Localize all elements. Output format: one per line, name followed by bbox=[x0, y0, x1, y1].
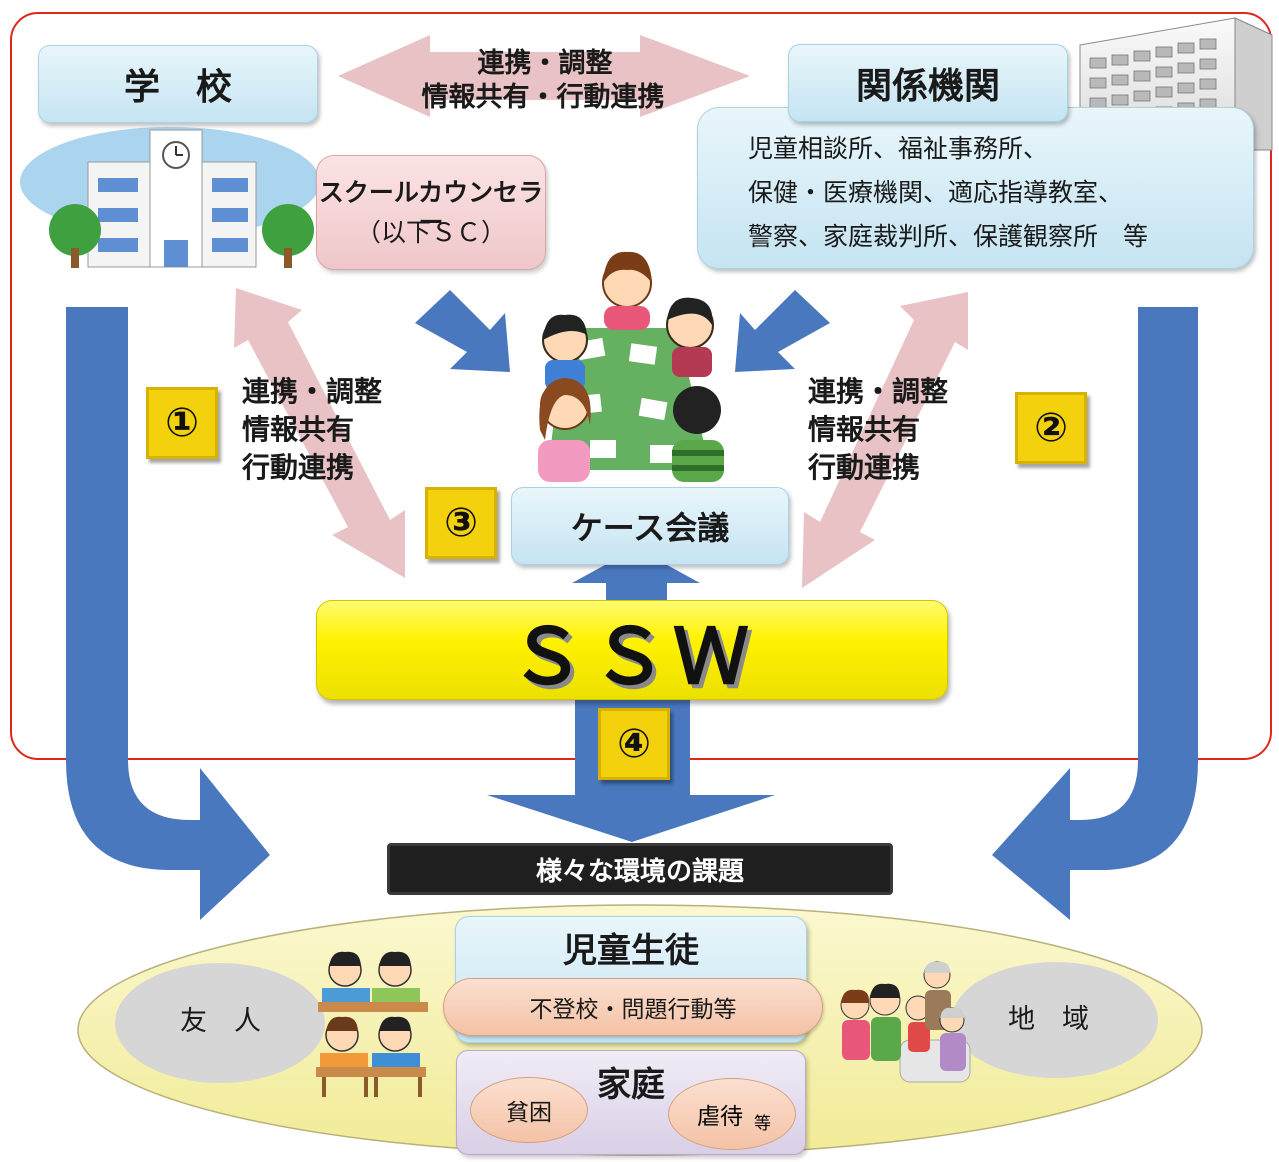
meeting-people-illustration bbox=[538, 251, 724, 482]
badge-3: ③ bbox=[425, 487, 497, 559]
abuse-etc-label: 等 bbox=[754, 1114, 771, 1134]
community-ellipse bbox=[952, 962, 1158, 1078]
left-blue-arrow bbox=[66, 307, 270, 920]
right-coord-line-2: 情報共有 bbox=[808, 413, 921, 446]
top-arrow-text-1: 連携・調整 bbox=[477, 48, 613, 79]
school-counselor-box: スクールカウンセラー （以下ＳＣ） bbox=[316, 155, 546, 270]
agencies-label: 関係機関 bbox=[788, 44, 1068, 122]
classroom-kids-illustration bbox=[316, 951, 428, 1097]
agencies-line-3: 警察、家庭裁判所、保護観察所 等 bbox=[748, 222, 1149, 251]
right-coord-line-3: 行動連携 bbox=[808, 451, 921, 484]
sc-to-meeting-arrow bbox=[415, 290, 510, 372]
case-meeting-label: ケース会議 bbox=[511, 487, 789, 565]
agencies-line-1: 児童相談所、福祉事務所、 bbox=[748, 134, 1049, 163]
student-issues-pill: 不登校・問題行動等 bbox=[443, 978, 823, 1036]
left-diagonal-arrow bbox=[234, 288, 405, 578]
sc-line-2: （以下ＳＣ） bbox=[355, 218, 506, 247]
family-illustration bbox=[840, 961, 971, 1083]
abuse-ellipse: 虐待 等 bbox=[668, 1078, 796, 1150]
right-blue-arrow bbox=[992, 307, 1198, 920]
right-diagonal-arrow bbox=[802, 292, 968, 588]
agencies-to-meeting-arrow bbox=[735, 290, 830, 372]
ssw-up-arrow bbox=[572, 548, 700, 612]
students-label: 児童生徒 bbox=[563, 931, 699, 971]
left-coord-line-1: 連携・調整 bbox=[242, 375, 383, 408]
left-coord-line-3: 行動連携 bbox=[242, 451, 355, 484]
school-label: 学 校 bbox=[38, 45, 318, 123]
badge-1: ① bbox=[146, 387, 218, 459]
top-arrow-text-2: 情報共有・行動連携 bbox=[421, 82, 665, 113]
issues-banner: 様々な環境の課題 bbox=[387, 843, 893, 895]
agencies-list-box: 児童相談所、福祉事務所、 保健・医療機関、適応指導教室、 警察、家庭裁判所、保護… bbox=[697, 107, 1254, 269]
top-double-arrow bbox=[338, 35, 750, 117]
community-label: 地 域 bbox=[1008, 1004, 1089, 1035]
left-coord-line-2: 情報共有 bbox=[242, 413, 355, 446]
badge-2: ② bbox=[1015, 392, 1087, 464]
school-building-illustration bbox=[20, 127, 320, 268]
badge-4: ④ bbox=[598, 708, 670, 780]
friends-label: 友 人 bbox=[180, 1006, 261, 1037]
agencies-line-2: 保健・医療機関、適応指導教室、 bbox=[748, 178, 1124, 207]
ssw-label: ＳＳＷ bbox=[509, 615, 755, 700]
sc-line-1: スクールカウンセラー bbox=[318, 178, 544, 237]
abuse-label: 虐待 bbox=[697, 1104, 743, 1130]
friends-ellipse bbox=[115, 963, 325, 1083]
ssw-bar: ＳＳＷ bbox=[316, 600, 948, 700]
family-label: 家庭 bbox=[597, 1065, 665, 1105]
poverty-ellipse: 貧困 bbox=[470, 1077, 588, 1143]
right-coord-line-1: 連携・調整 bbox=[808, 375, 949, 408]
